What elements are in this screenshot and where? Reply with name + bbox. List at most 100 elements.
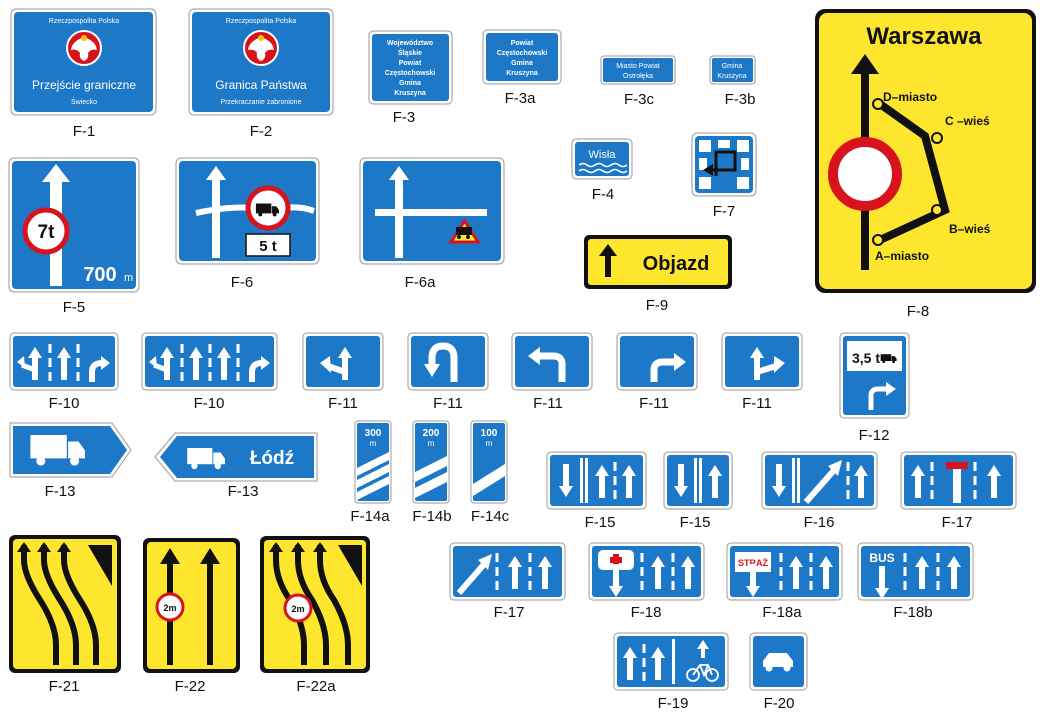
caption-f8: F-8 — [907, 303, 930, 320]
caption-f3b: F-3b — [725, 91, 756, 108]
sign-f6a — [359, 157, 505, 265]
sign-f14b: 200 m — [412, 420, 450, 504]
sign-f1: Rzeczpospolita Polska Przejście graniczn… — [10, 8, 157, 116]
sign-f12: 3,5 t — [839, 332, 910, 419]
f12-weight-text: 3,5 t — [852, 350, 880, 366]
f14b-distance: 200 — [423, 428, 440, 439]
f1-top-text: Rzeczpospolita Polska — [49, 18, 120, 25]
f3-line: Powiat — [399, 60, 422, 67]
caption-f18b: F-18b — [893, 604, 932, 621]
caption-f1: F-1 — [73, 123, 96, 140]
eagle-emblem-icon — [66, 30, 102, 66]
f8-label-d: D–miasto — [883, 90, 937, 104]
caption-f14a: F-14a — [350, 508, 390, 525]
f1-main-text: Przejście graniczne — [32, 78, 136, 92]
f3a-line: Gmina — [511, 60, 533, 67]
sign-f16 — [761, 451, 878, 510]
caption-f11: F-11 — [639, 395, 669, 412]
caption-f3: F-3 — [393, 109, 416, 126]
caption-f4: F-4 — [592, 186, 615, 203]
f6-plate-text: 5 t — [259, 238, 277, 255]
sign-f11-left — [511, 332, 593, 391]
f3b-line: Kruszyna — [717, 73, 746, 80]
caption-f13: F-13 — [228, 483, 259, 500]
caption-f11: F-11 — [533, 395, 563, 412]
sign-f2: Rzeczpospolita Polska Granica Państwa Pr… — [188, 8, 334, 116]
f8-label-c: C –wieś — [945, 114, 990, 128]
f22-width-text: 2m — [163, 603, 176, 613]
f8-label-b: B–wieś — [949, 222, 991, 236]
f3a-line: Częstochowski — [497, 50, 548, 57]
f1-sub-text: Świecko — [71, 97, 97, 106]
caption-f6: F-6 — [231, 274, 254, 291]
caption-f3c: F-3c — [624, 91, 655, 108]
car-icon — [763, 653, 793, 672]
sign-f7 — [691, 132, 757, 197]
f13-city-text: Łódź — [250, 448, 294, 469]
f3a-line: Powiat — [511, 40, 534, 47]
caption-f13: F-13 — [45, 483, 76, 500]
caption-f14b: F-14b — [412, 508, 451, 525]
caption-f22: F-22 — [175, 678, 206, 695]
caption-f15: F-15 — [680, 514, 711, 531]
f14a-unit: m — [370, 439, 377, 448]
f5-limit-text: 7t — [38, 222, 56, 243]
sign-f6: 5 t — [175, 157, 320, 265]
f14c-distance: 100 — [481, 428, 498, 439]
caption-f11: F-11 — [742, 395, 772, 412]
caption-f17: F-17 — [942, 514, 973, 531]
f14b-unit: m — [428, 439, 435, 448]
sign-f18 — [588, 542, 705, 601]
caption-f22a: F-22a — [296, 678, 336, 695]
sign-f22a: 2m — [260, 536, 370, 673]
caption-f10: F-10 — [194, 395, 225, 412]
caption-f5: F-5 — [63, 299, 86, 316]
f2-top-text: Rzeczpospolita Polska — [226, 18, 297, 25]
sign-f3b: Gmina Kruszyna — [709, 55, 756, 85]
f14a-distance: 300 — [365, 428, 382, 439]
caption-f3a: F-3a — [505, 90, 537, 107]
sign-f11-uturn — [407, 332, 489, 391]
f2-sub-text: Przekraczanie zabronione — [221, 99, 302, 106]
caption-f18a: F-18a — [762, 604, 802, 621]
caption-f9: F-9 — [646, 297, 669, 314]
f14c-unit: m — [486, 439, 493, 448]
sign-f3: Województwo Śląskie Powiat Częstochowski… — [368, 30, 453, 105]
caption-f20: F-20 — [764, 695, 795, 712]
fire-truck-icon — [735, 552, 771, 572]
caption-f17: F-17 — [494, 604, 525, 621]
caption-f21: F-21 — [49, 678, 80, 695]
f2-main-text: Granica Państwa — [215, 78, 307, 92]
sign-f13-truck — [9, 422, 132, 478]
caption-f12: F-12 — [859, 427, 890, 444]
sign-f13-lodz: Łódź — [154, 432, 318, 482]
f3-line: Częstochowski — [385, 70, 436, 77]
bicycle-icon — [686, 664, 719, 682]
caption-f16: F-16 — [804, 514, 835, 531]
sign-f10-three-lane — [9, 332, 119, 391]
sign-f11-straight-left — [302, 332, 384, 391]
sign-f11-right — [616, 332, 698, 391]
eagle-emblem-icon — [243, 30, 279, 66]
f3c-line: Miasto Powiat — [616, 63, 660, 70]
sign-f18a: STRAŻ — [726, 542, 843, 601]
f18b-label-text: BUS — [869, 551, 894, 565]
sign-f20 — [749, 632, 808, 691]
truck-icon — [255, 203, 279, 217]
f5-unit-text: m — [124, 272, 133, 284]
sign-f19 — [613, 632, 729, 691]
sign-f22: 2m — [143, 538, 240, 673]
f4-river-text: Wisła — [589, 149, 617, 161]
sign-f15-narrow — [663, 451, 733, 510]
caption-f18: F-18 — [631, 604, 662, 621]
f8-label-a: A–miasto — [875, 249, 929, 263]
caption-f19: F-19 — [658, 695, 689, 712]
f3a-line: Kruszyna — [506, 70, 538, 77]
f9-text: Objazd — [643, 253, 710, 275]
sign-f14c: 100 m — [470, 420, 508, 504]
sign-f8: Warszawa D–miasto C –wieś B–wieś A–miast… — [815, 9, 1036, 293]
sign-f21 — [9, 535, 121, 673]
sign-f14a: 300 m — [354, 420, 392, 504]
f5-distance-text: 700 — [83, 264, 116, 286]
